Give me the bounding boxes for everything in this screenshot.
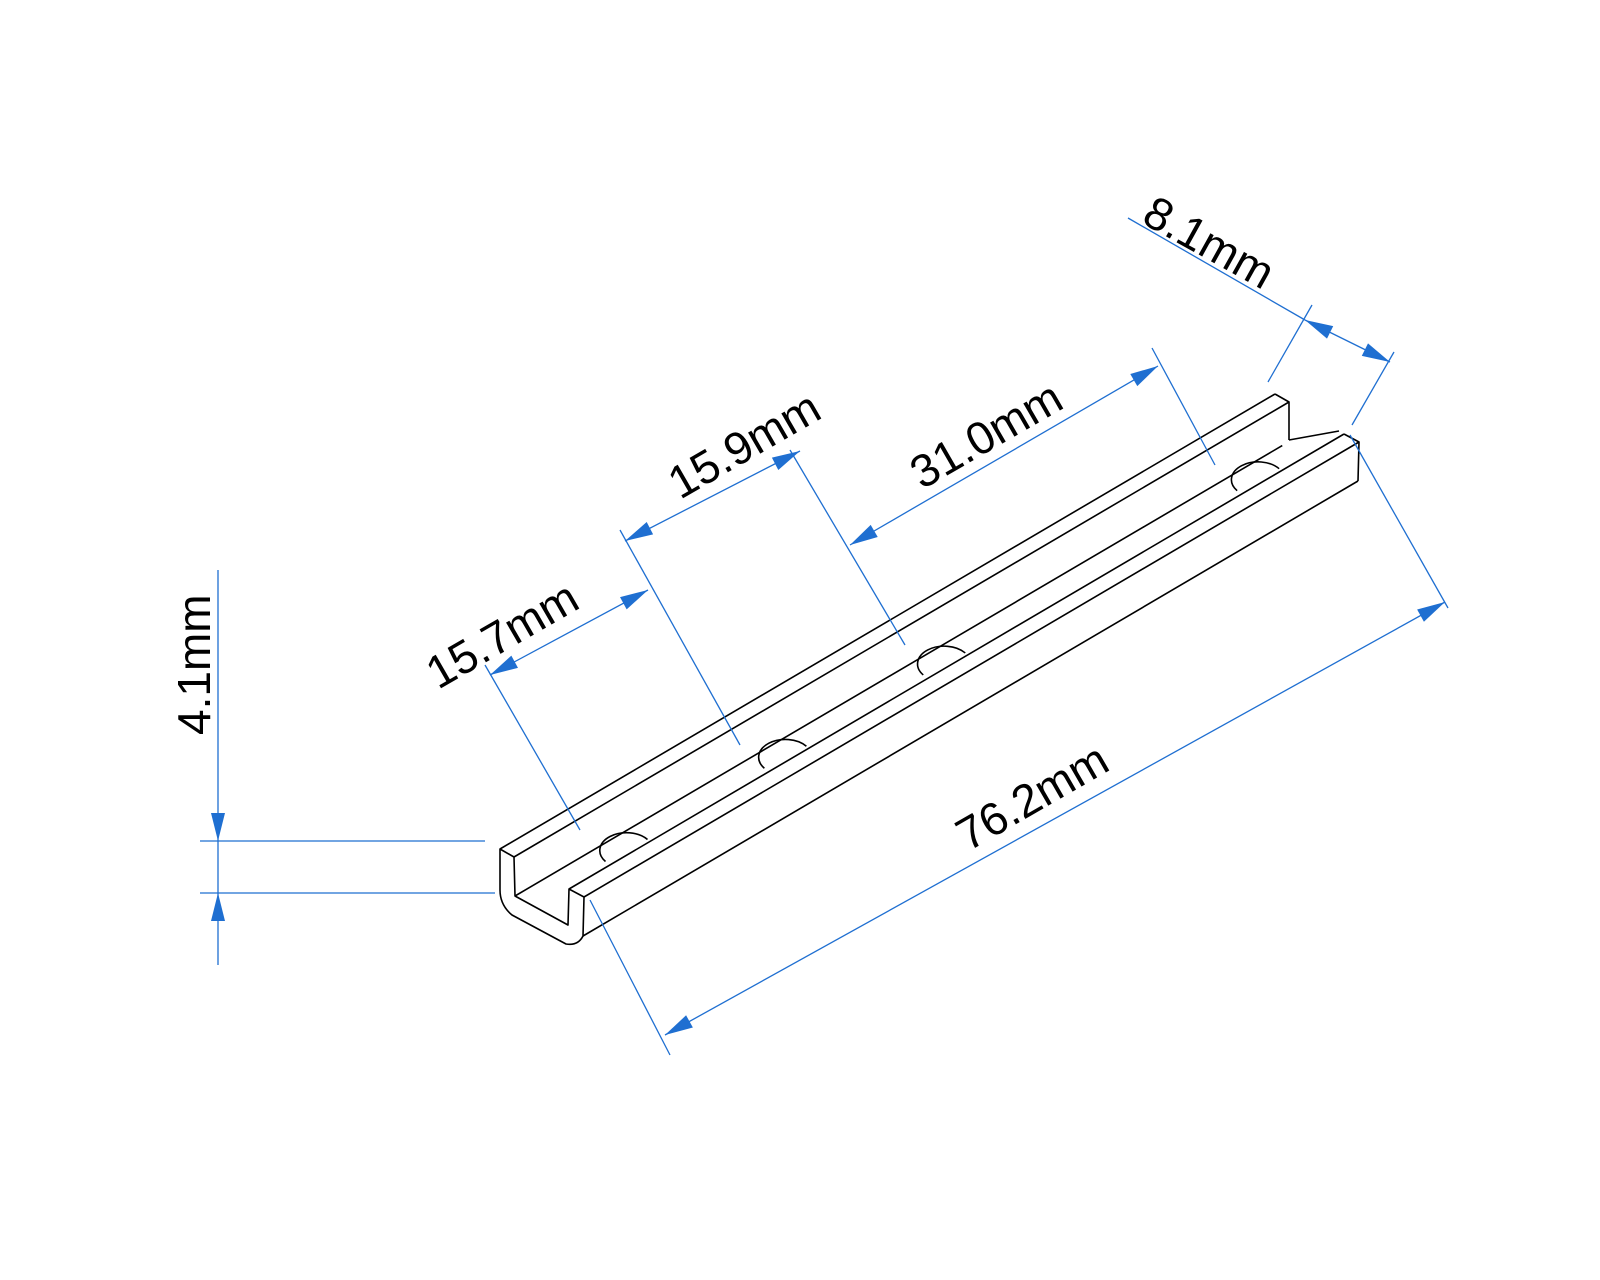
rail-edge	[499, 393, 1276, 850]
extension-line	[589, 899, 671, 1056]
u-channel-rail	[499, 393, 1360, 946]
dim-label-hole-spacing-long: 31.0mm	[901, 371, 1071, 499]
extension-line	[789, 449, 906, 646]
rail-edge	[568, 433, 1345, 890]
rail-edge	[513, 401, 1290, 858]
arrowhead	[1305, 320, 1334, 339]
arrowhead	[1417, 602, 1445, 622]
arrowhead	[625, 521, 654, 541]
dim-label-hole-spacing-mid: 15.9mm	[659, 381, 829, 509]
dim-label-height: 4.1mm	[168, 594, 220, 735]
arrowhead	[1361, 343, 1390, 362]
mounting-hole	[757, 738, 807, 769]
extension-line	[484, 664, 581, 831]
rail-back-right-wall	[1343, 433, 1360, 482]
dim-label-hole-spacing-first: 15.7mm	[417, 571, 587, 699]
extension-line	[1349, 434, 1449, 609]
rail-back-floor	[1288, 430, 1340, 441]
extension-line	[1151, 347, 1216, 466]
arrowhead	[771, 451, 800, 471]
arrowhead	[211, 813, 225, 841]
mounting-hole	[599, 831, 649, 863]
extension-line	[619, 529, 741, 746]
dim-label-length: 76.2mm	[947, 733, 1117, 861]
extension-line	[1267, 304, 1313, 383]
extension-line	[1351, 351, 1395, 426]
rail-edge	[582, 480, 1359, 937]
mounting-hole	[916, 645, 966, 676]
rail-edge	[583, 441, 1360, 898]
arrowhead	[211, 893, 225, 921]
dim-label-width: 8.1mm	[1135, 185, 1283, 299]
arrowhead	[490, 655, 518, 675]
rail-back-left-wall	[1274, 393, 1290, 440]
dimension-line-hole-spacing-long	[849, 365, 1159, 546]
dimension-line-hole-spacing-first	[489, 589, 649, 676]
rail-edge	[514, 444, 1283, 897]
mounting-hole	[1230, 461, 1280, 492]
dimension-lines	[200, 217, 1449, 1056]
dimension-line-width	[1127, 217, 1306, 321]
rail-front-profile	[499, 848, 585, 946]
arrowhead	[1130, 366, 1158, 387]
arrowhead	[665, 1015, 693, 1035]
dimension-line-hole-spacing-mid	[624, 450, 801, 542]
arrowhead	[620, 590, 648, 610]
dimension-line-length	[664, 601, 1446, 1036]
arrowhead	[850, 524, 878, 545]
